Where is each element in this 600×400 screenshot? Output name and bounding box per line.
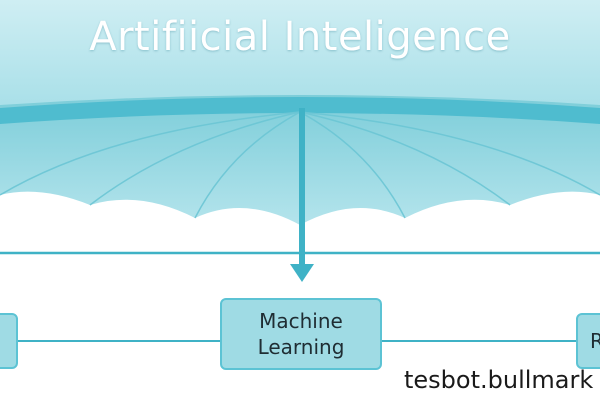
node-label-line-1: Machine <box>259 309 343 333</box>
diagram-title: Artifiicial Inteligence <box>89 14 511 60</box>
umbrella-ribs <box>0 111 600 219</box>
watermark-text: tesbot.bullmark <box>404 366 594 394</box>
node-left-partial <box>0 313 18 369</box>
shaft-arrow-head <box>290 264 314 282</box>
umbrella-top-band <box>0 0 600 112</box>
node-machine-learning: Machine Learning <box>220 298 382 370</box>
node-right-partial: R <box>576 313 600 369</box>
node-machine-learning-label: Machine Learning <box>258 308 345 360</box>
node-label-line-2: Learning <box>257 335 345 359</box>
